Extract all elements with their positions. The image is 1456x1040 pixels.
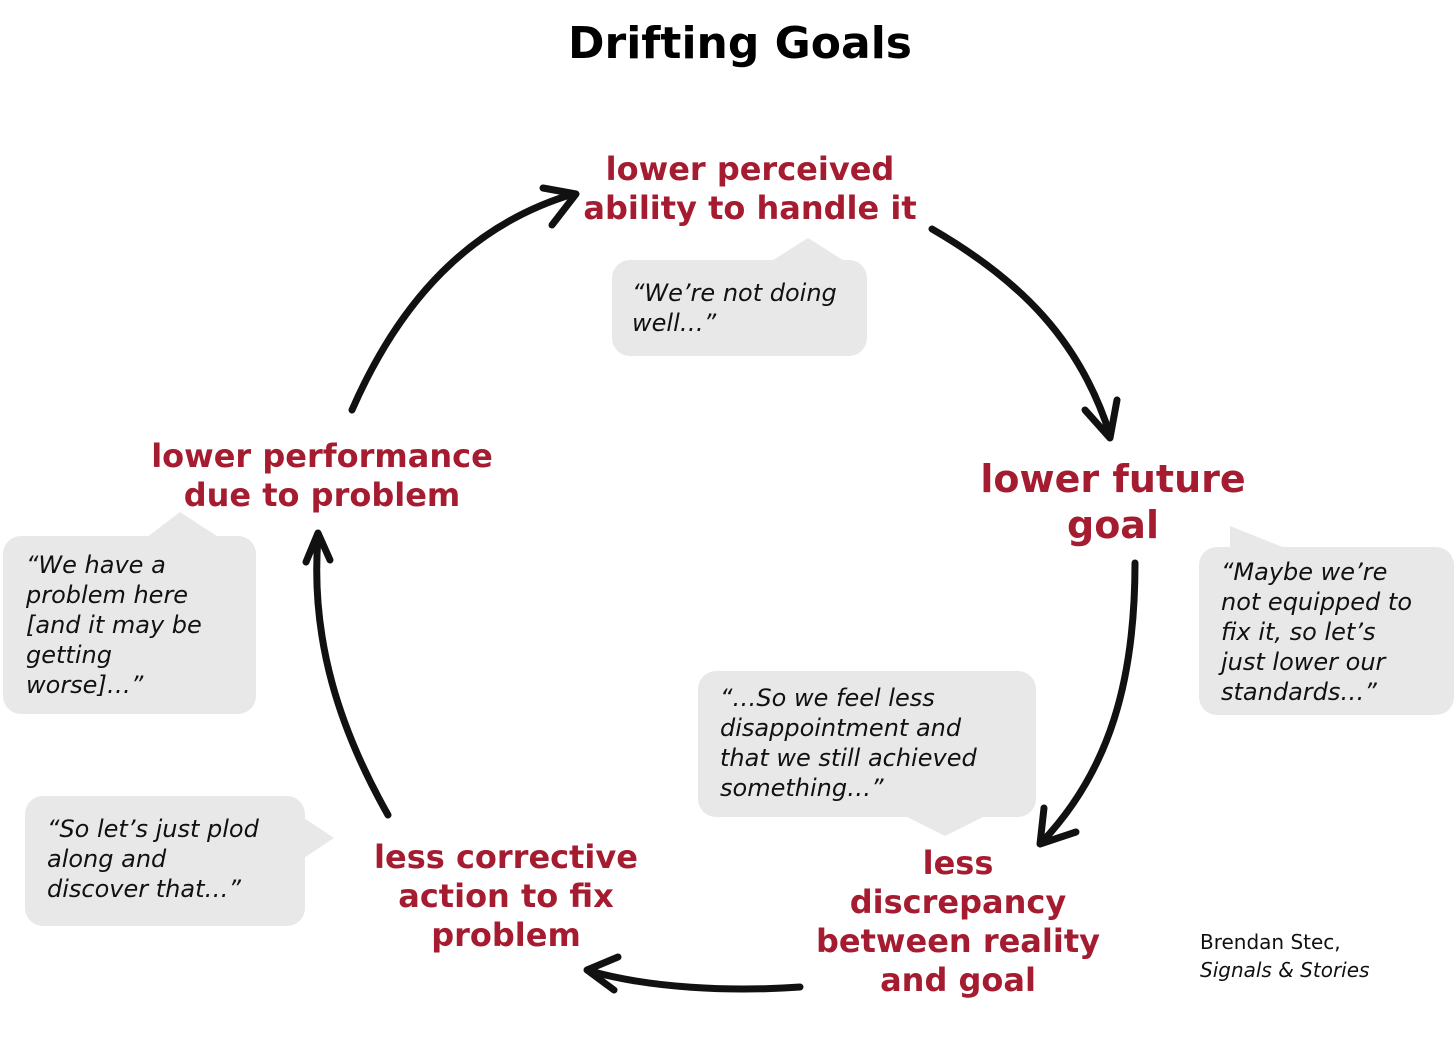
quote-bubble-plod-along: “So let’s just plod along and discover t… — [25, 796, 305, 926]
arrowhead-top — [539, 184, 580, 229]
quote-bubble-less-disappointment: “…So we feel less disappointment and tha… — [698, 671, 1036, 817]
node-lower-future-goal: lower future goal — [980, 457, 1246, 548]
arrow-left-to-top — [348, 190, 577, 414]
bubble-tail-bottom-left — [304, 818, 334, 858]
arrow-right-to-bottom-right — [1038, 559, 1139, 846]
arrow-bottom-right-to-bottom-left — [586, 967, 804, 993]
bubble-tail-left — [146, 512, 220, 538]
arrow-top-to-right — [928, 225, 1114, 439]
bubble-tail-right — [1230, 526, 1290, 550]
node-less-corrective-action: less corrective action to fix problem — [374, 838, 638, 955]
arrowhead-bottom-right — [1036, 804, 1080, 848]
bubble-tail-top — [770, 238, 846, 262]
author-credit: Brendan Stec, Signals & Stories — [1200, 928, 1369, 984]
page-title: Drifting Goals — [567, 18, 912, 69]
arrowhead-left — [302, 529, 334, 566]
quote-bubble-we-have-a-problem: “We have a problem here [and it may be g… — [3, 536, 256, 714]
quote-bubble-not-doing-well: “We’re not doing well…” — [612, 260, 867, 356]
bubble-tail-middle — [905, 816, 985, 836]
node-lower-perceived-ability: lower perceived ability to handle it — [583, 150, 917, 228]
node-less-discrepancy: less discrepancy between reality and goa… — [816, 844, 1100, 1000]
source-name: Signals & Stories — [1200, 958, 1370, 982]
arrowhead-bottom-left — [583, 953, 622, 994]
quote-bubble-lower-standards: “Maybe we’re not equipped to fix it, so … — [1199, 547, 1454, 715]
arrow-bottom-left-to-left — [313, 533, 392, 819]
author-name: Brendan Stec, — [1200, 930, 1341, 954]
node-lower-performance: lower performance due to problem — [151, 437, 493, 515]
arrowhead-right — [1081, 396, 1121, 442]
